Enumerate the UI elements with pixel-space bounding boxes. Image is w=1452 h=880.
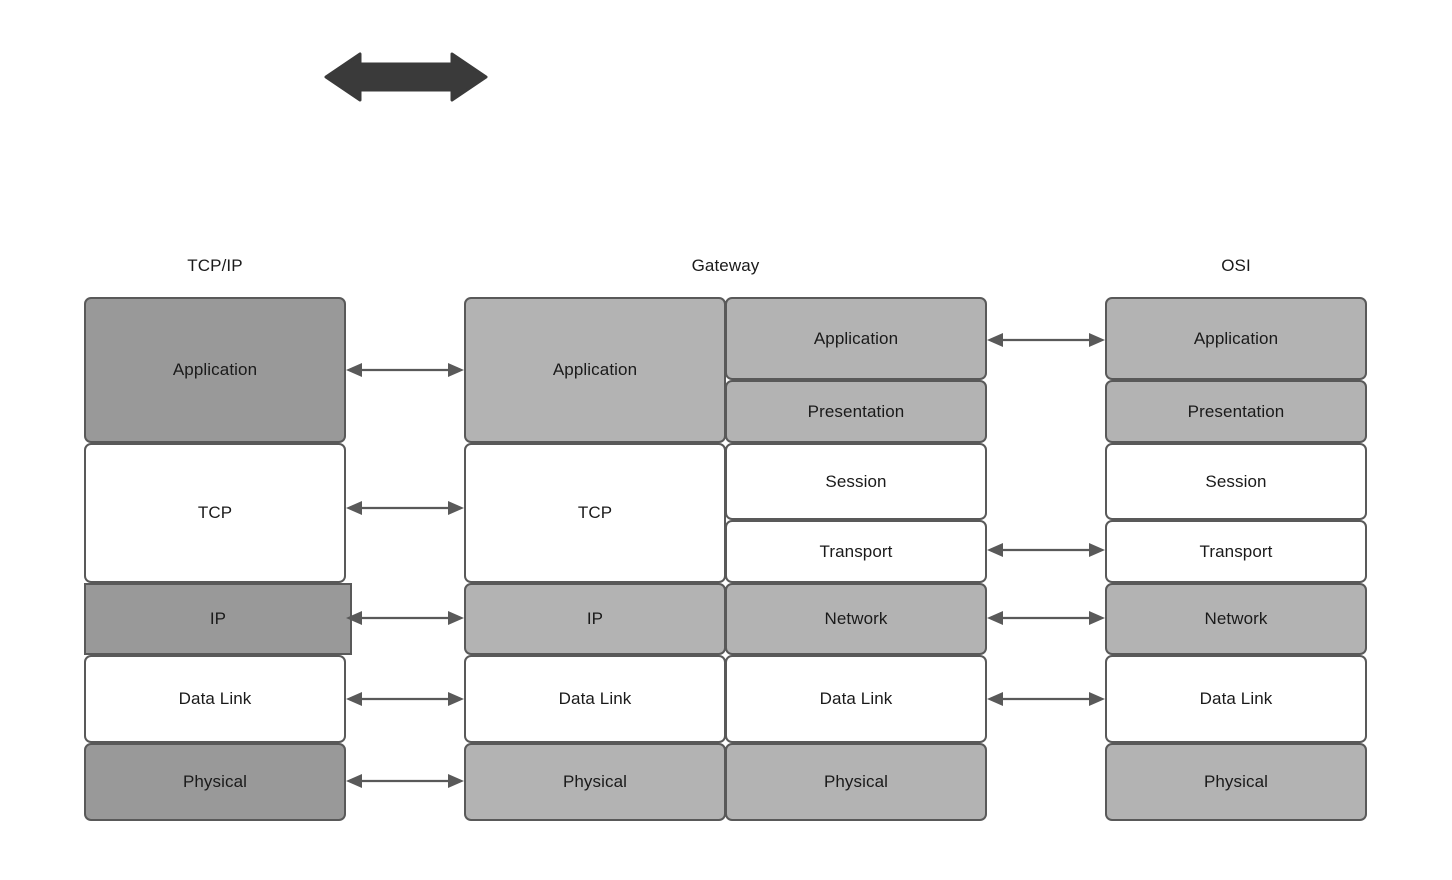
- connector-tcpip-gateway-data-link: [346, 692, 464, 706]
- connector-gateway-osi-data-link: [987, 692, 1105, 706]
- tcpip-layer-data-link[interactable]: Data Link: [84, 655, 346, 743]
- osi-layer-application[interactable]: Application: [1105, 297, 1367, 380]
- osi-layer-presentation[interactable]: Presentation: [1105, 380, 1367, 443]
- gateway-right-layer-session[interactable]: Session: [725, 443, 987, 520]
- tcpip-layer-ip[interactable]: IP: [84, 583, 352, 655]
- connector-tcpip-gateway-ip: [346, 611, 464, 625]
- osi-layer-transport[interactable]: Transport: [1105, 520, 1367, 583]
- osi-layer-network[interactable]: Network: [1105, 583, 1367, 655]
- gateway-left-layer-physical[interactable]: Physical: [464, 743, 726, 821]
- osi-layer-session[interactable]: Session: [1105, 443, 1367, 520]
- tcpip-layer-tcp[interactable]: TCP: [84, 443, 346, 583]
- connector-gateway-osi-transport: [987, 543, 1105, 557]
- gateway-left-layer-ip[interactable]: IP: [464, 583, 726, 655]
- column-title-tcpip: TCP/IP: [187, 256, 243, 275]
- gateway-left-layer-tcp[interactable]: TCP: [464, 443, 726, 583]
- gateway-right-layer-network[interactable]: Network: [725, 583, 987, 655]
- osi-layer-physical[interactable]: Physical: [1105, 743, 1367, 821]
- column-title-gateway: Gateway: [691, 256, 760, 275]
- gateway-right-layer-data-link[interactable]: Data Link: [725, 655, 987, 743]
- gateway-right-layer-transport[interactable]: Transport: [725, 520, 987, 583]
- osi-layer-data-link[interactable]: Data Link: [1105, 655, 1367, 743]
- connector-tcpip-gateway-tcp: [346, 501, 464, 515]
- gateway-right-layer-physical[interactable]: Physical: [725, 743, 987, 821]
- connector-gateway-osi-network: [987, 611, 1105, 625]
- gateway-right-layer-presentation[interactable]: Presentation: [725, 380, 987, 443]
- gateway-right-layer-application[interactable]: Application: [725, 297, 987, 380]
- connector-tcpip-gateway-physical: [346, 774, 464, 788]
- bidirectional-flow-arrow-icon: [324, 52, 488, 102]
- column-title-osi: OSI: [1221, 256, 1251, 275]
- gateway-left-layer-data-link[interactable]: Data Link: [464, 655, 726, 743]
- gateway-left-layer-application[interactable]: Application: [464, 297, 726, 443]
- connector-gateway-osi-application: [987, 333, 1105, 347]
- tcpip-layer-application[interactable]: Application: [84, 297, 346, 443]
- connector-tcpip-gateway-application: [346, 363, 464, 377]
- tcpip-layer-physical[interactable]: Physical: [84, 743, 346, 821]
